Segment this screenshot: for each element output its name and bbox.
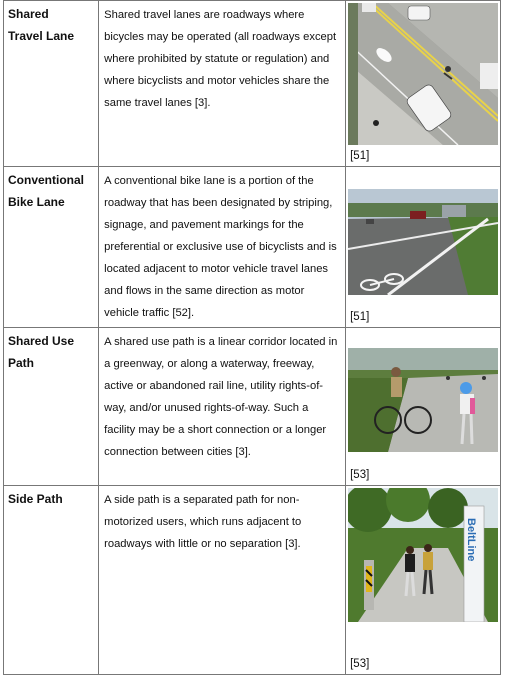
photo-cell: [51] bbox=[345, 166, 501, 328]
photo-cell: [53] bbox=[345, 327, 501, 486]
side-path-photo: BeltLine bbox=[348, 488, 499, 622]
term-line: Bike Lane bbox=[8, 195, 65, 209]
photo-reference: [53] bbox=[350, 658, 370, 670]
facility-description: A shared use path is a linear corridor l… bbox=[98, 327, 347, 486]
facility-term: Shared Travel Lane bbox=[2, 0, 100, 167]
facility-term: Conventional Bike Lane bbox=[2, 166, 100, 328]
photo-reference: [51] bbox=[350, 150, 370, 162]
term-line: Conventional bbox=[8, 173, 85, 187]
facility-description: Shared travel lanes are roadways where b… bbox=[98, 0, 347, 167]
shared-lane-photo bbox=[348, 3, 499, 145]
facility-term: Side Path bbox=[2, 485, 100, 675]
facility-description: A side path is a separated path for non-… bbox=[98, 485, 347, 675]
photo-reference: [53] bbox=[350, 469, 370, 481]
facility-description: A conventional bike lane is a portion of… bbox=[98, 166, 347, 328]
table-row: Conventional Bike Lane A conventional bi… bbox=[2, 166, 501, 328]
term-line: Side Path bbox=[8, 492, 63, 506]
facility-term: Shared Use Path bbox=[2, 327, 100, 486]
table-row: Shared Use Path A shared use path is a l… bbox=[2, 327, 501, 486]
term-line: Shared bbox=[8, 7, 49, 21]
shared-use-path-photo bbox=[348, 348, 499, 452]
photo-cell: [51] bbox=[345, 0, 501, 167]
term-line: Travel Lane bbox=[8, 29, 75, 43]
term-line: Path bbox=[8, 356, 35, 370]
bike-lane-photo bbox=[348, 189, 499, 295]
photo-cell: BeltLine [53] bbox=[345, 485, 501, 675]
table-row: Side Path A side path is a separated pat… bbox=[2, 485, 501, 675]
beltline-sign-text: BeltLine bbox=[465, 518, 477, 561]
term-line: Shared Use bbox=[8, 334, 75, 348]
photo-reference: [51] bbox=[350, 311, 370, 323]
table-row: Shared Travel Lane Shared travel lanes a… bbox=[2, 0, 501, 167]
